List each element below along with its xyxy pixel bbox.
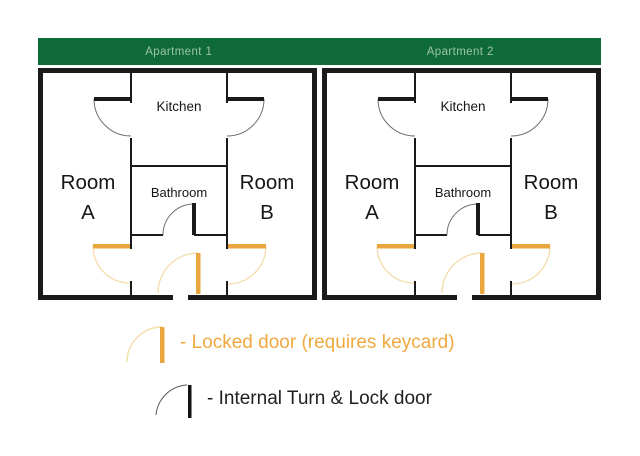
room-b-locked-door-arc [511,245,551,285]
kitchen-door-b-swing-arc [510,98,549,137]
locked-door-legend-label: - Locked door (requires keycard) [180,332,455,353]
kitchen-label: Kitchen [440,99,486,114]
interior-walls [414,73,512,295]
bathroom-turnlock-door-leaf [476,203,480,235]
apartment-2-floorplan: Kitchen Bathroom Room A Room B [322,68,601,300]
internal-turnlock-door-icon [155,384,192,418]
entrance-locked-door-leaf [196,253,201,294]
interior-walls [130,73,228,295]
apartment-2-walls-drawing [376,73,551,295]
apartment-1-title: Apartment 1 [145,45,213,58]
internal-door-icon-bar [188,385,192,418]
room-a-label: Room A [60,171,116,224]
internal-door-legend-label: - Internal Turn & Lock door [207,388,432,409]
locked-door-icon-bar [160,327,165,363]
entrance-wall-opening [173,295,188,300]
bathroom-label: Bathroom [434,185,492,200]
apartment-1-floorplan: Kitchen Bathroom Room A Room B [38,68,317,300]
apartments-header-bar: Apartment 1 Apartment 2 [38,38,601,65]
bathroom-door-swing-arc [446,203,479,236]
kitchen-door-a-swing-arc [377,98,416,137]
room-a-locked-door-arc [92,245,131,284]
kitchen-label: Kitchen [156,99,202,114]
kitchen-door-b-swing-arc [226,98,265,137]
kitchen-door-a-leaf [378,97,415,101]
kitchen-door-a-leaf [94,97,131,101]
bathroom-door-swing-arc [162,203,195,236]
apartment-2-title: Apartment 2 [426,45,494,58]
room-a-locked-door-leaf [93,244,130,249]
room-a-locked-door-leaf [377,244,414,249]
entrance-locked-door-arc [157,252,199,294]
entrance-locked-door-arc [441,252,483,294]
room-b-locked-door-leaf [512,244,550,249]
room-a-locked-door-arc [376,245,415,284]
kitchen-door-b-leaf [511,97,548,101]
kitchen-door-a-swing-arc [93,98,132,137]
entrance-locked-door-leaf [480,253,485,294]
room-b-locked-door-leaf [228,244,266,249]
bathroom-label: Bathroom [150,185,208,200]
kitchen-door-b-leaf [227,97,264,101]
room-b-label: Room B [523,171,579,224]
apartment-1-walls-drawing [92,73,267,295]
room-b-locked-door-arc [227,245,267,285]
entrance-wall-opening [457,295,472,300]
locked-door-icon-arc [126,326,163,363]
room-a-label: Room A [344,171,400,224]
bathroom-turnlock-door-leaf [192,203,196,235]
locked-door-icon [126,326,165,363]
internal-door-icon-arc [155,384,188,416]
room-b-label: Room B [239,171,295,224]
